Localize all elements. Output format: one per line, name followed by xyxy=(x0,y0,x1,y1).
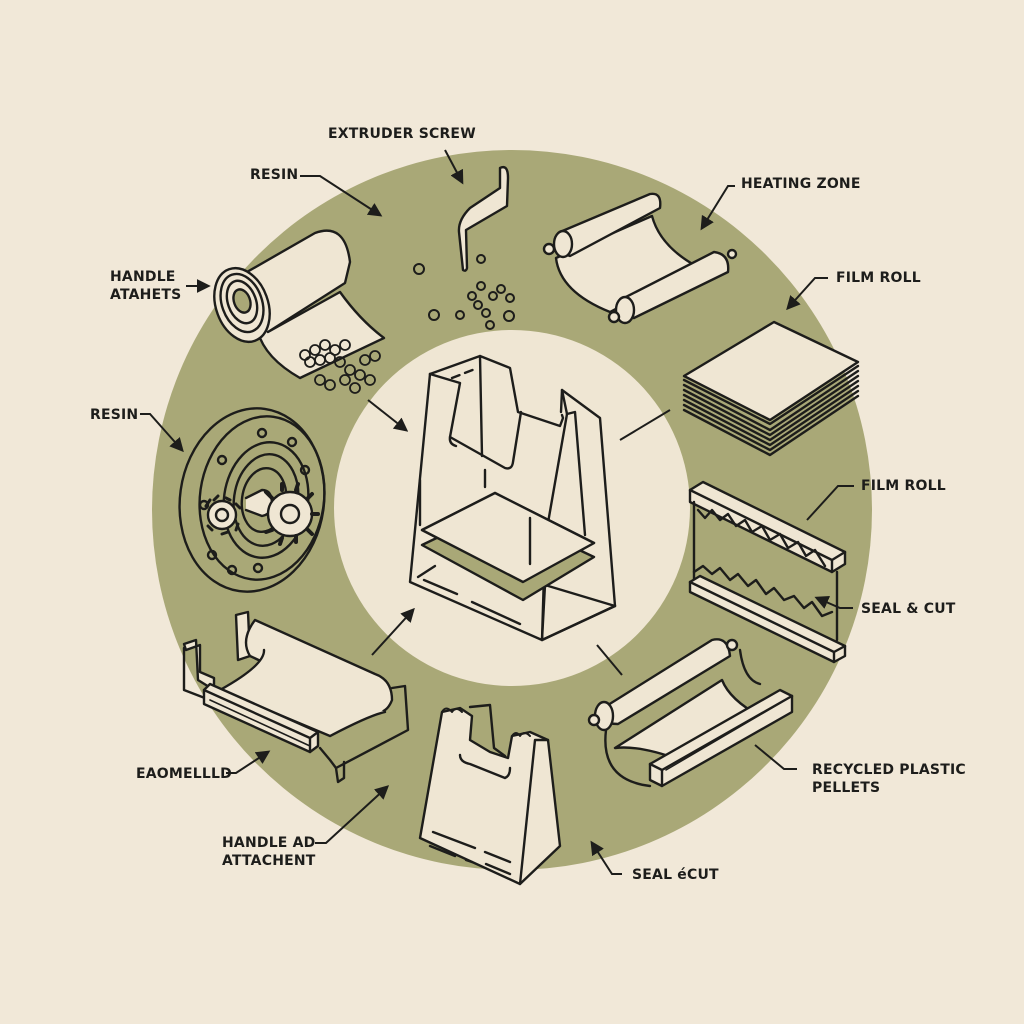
leader-seal-cut-bottom xyxy=(590,840,622,875)
tick-center-br xyxy=(596,644,623,676)
label-film-roll-top: FILM ROLL xyxy=(836,270,921,286)
label-seal-cut-bottom: SEAL éCUT xyxy=(632,867,719,883)
leader-handle-ad xyxy=(315,785,390,844)
leader-eaomellld xyxy=(226,750,271,774)
label-handle-ad-attachent: HANDLE AD ATTACHENT xyxy=(222,835,316,869)
label-seal-cut-right: SEAL & CUT xyxy=(861,601,956,617)
label-handle-atahets: HANDLE ATAHETS xyxy=(110,269,182,303)
leader-film-roll-right xyxy=(806,485,854,521)
leader-extruder-screw xyxy=(444,149,464,185)
label-resin-top: RESIN xyxy=(250,167,299,183)
roller-sealer-icon xyxy=(587,638,794,788)
label-film-roll-right: FILM ROLL xyxy=(861,478,946,494)
leader-seal-cut-right xyxy=(814,596,853,609)
extruder-screw-icon xyxy=(413,165,515,330)
leader-resin-left xyxy=(140,413,184,453)
label-extruder-screw: EXTRUDER SCREW xyxy=(328,126,476,142)
label-resin-left: RESIN xyxy=(90,407,139,423)
twin-roller-icon xyxy=(542,192,738,325)
leader-film-roll-top xyxy=(786,277,828,311)
arrow-into-center-bl xyxy=(371,607,415,656)
label-eaomellld: EAOMELLLD xyxy=(136,766,232,782)
arrow-into-center-tl xyxy=(367,399,409,432)
leader-heating-zone xyxy=(700,185,735,231)
leader-lines xyxy=(140,149,854,875)
label-heating-zone: HEATING ZONE xyxy=(741,176,861,192)
shopping-bag-icon xyxy=(418,703,562,886)
leader-resin-top xyxy=(300,175,383,217)
tick-center-right xyxy=(619,409,671,441)
label-recycled-plastic-pellets: RECYCLED PLASTIC PELLETS xyxy=(812,762,966,796)
film-roll-icon xyxy=(213,229,386,394)
gear-flange-icon xyxy=(178,407,326,593)
leader-recycled-pellets xyxy=(754,744,797,770)
roller-frame-icon xyxy=(182,610,410,784)
center-bag-icon xyxy=(408,354,617,642)
serrated-cutter-icon xyxy=(688,480,847,664)
sheet-stack-icon xyxy=(682,320,860,457)
